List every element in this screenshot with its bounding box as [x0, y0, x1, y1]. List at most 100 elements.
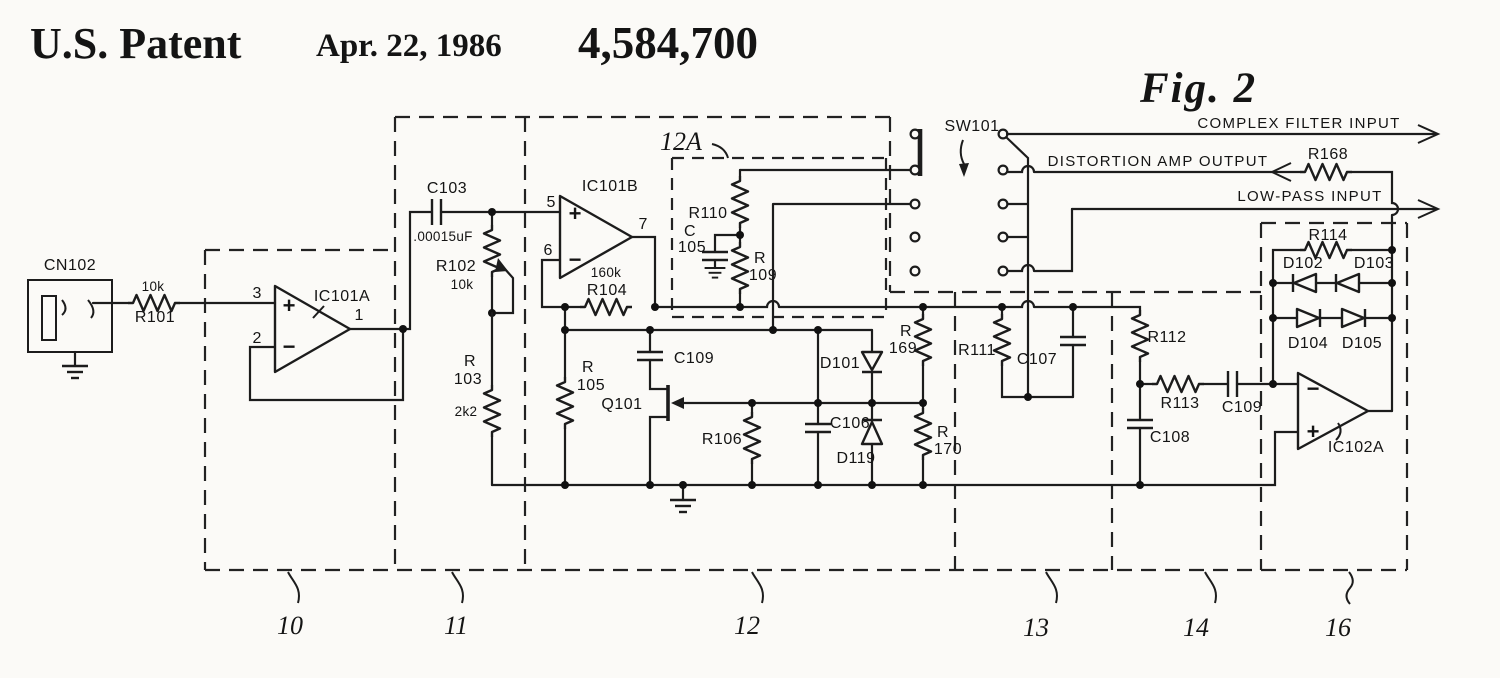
- r101-label: R101: [135, 309, 175, 326]
- ic102a-label: IC102A: [1328, 439, 1384, 456]
- r101-value: 10k: [142, 279, 165, 294]
- resistor-r114: R114: [1273, 227, 1392, 384]
- r169-num: 169: [889, 340, 917, 357]
- ic101b-plus: +: [569, 201, 582, 226]
- patent-title: U.S. Patent: [30, 19, 242, 68]
- q101-label: Q101: [601, 396, 642, 413]
- c109a-label: C109: [674, 350, 714, 367]
- ic101b-pin6: 6: [544, 242, 553, 259]
- section-label-11: 11: [444, 611, 468, 640]
- r113-label: R113: [1160, 395, 1199, 412]
- connector-cn102: CN102: [28, 257, 128, 378]
- c106-label: C106: [830, 415, 870, 432]
- patent-date: Apr. 22, 1986: [316, 28, 502, 64]
- resistor-r109: R 109: [732, 235, 777, 307]
- section-label-10: 10: [277, 611, 303, 640]
- ic101b-label: IC101B: [582, 178, 638, 195]
- ic102a-minus: −: [1307, 376, 1320, 401]
- section-label-16: 16: [1325, 613, 1351, 642]
- potentiometer-r102: R102 10k: [436, 208, 513, 317]
- r103-value: 2k2: [455, 404, 478, 419]
- c109b-label: C109: [1222, 399, 1262, 416]
- resistor-r110: R110: [688, 170, 910, 235]
- r104-label: R104: [587, 282, 627, 299]
- r102-value: 10k: [451, 277, 474, 292]
- r169-ref: R: [900, 323, 912, 340]
- ic101a-pin1: 1: [355, 307, 364, 324]
- ground-main: [670, 485, 696, 512]
- r112-label: R112: [1147, 329, 1186, 346]
- resistor-r169: R 169: [889, 307, 931, 403]
- ic101a-pin3: 3: [253, 285, 262, 302]
- wire-signal-bus: [655, 301, 1140, 310]
- r103-num: 103: [454, 371, 482, 388]
- d103-label: D103: [1354, 255, 1394, 272]
- opamp-ic102a: − + IC102A: [1298, 373, 1392, 456]
- block-12a-outline: [672, 158, 886, 317]
- diode-d104: D104: [1273, 309, 1328, 352]
- d101-label: D101: [820, 355, 860, 372]
- d105-label: D105: [1342, 335, 1382, 352]
- r103-ref: R: [464, 353, 476, 370]
- r110-label: R110: [688, 205, 727, 222]
- c105-ref: C: [684, 223, 696, 240]
- distortion-amp-output-label: DISTORTION AMP OUTPUT: [1048, 153, 1269, 170]
- section-label-12: 12: [734, 611, 760, 640]
- ic101a-pin2: 2: [253, 330, 262, 347]
- sw101-label: SW101: [945, 118, 1000, 135]
- r170-num: 170: [934, 441, 962, 458]
- c103-value: .00015uF: [413, 229, 472, 244]
- c108-label: C108: [1150, 429, 1190, 446]
- signal-complex-filter-input: COMPLEX FILTER INPUT: [1007, 115, 1438, 143]
- ic101b-pin5: 5: [547, 194, 556, 211]
- wire-ic101a-feedback: [250, 329, 403, 400]
- ic102a-plus: +: [1307, 419, 1320, 444]
- c107-label: C107: [1017, 351, 1057, 368]
- resistor-r106: R106: [702, 403, 760, 485]
- ic101b-minus: −: [569, 247, 582, 272]
- complex-filter-input-label: COMPLEX FILTER INPUT: [1197, 115, 1400, 132]
- ic101a-label: IC101A: [314, 288, 370, 305]
- section-label-14: 14: [1183, 613, 1209, 642]
- r106-label: R106: [702, 431, 742, 448]
- resistor-r101: 10k R101: [128, 279, 180, 326]
- r105-num: 105: [577, 377, 605, 394]
- cn102-label: CN102: [44, 257, 96, 274]
- ic101b-pin7: 7: [639, 216, 648, 233]
- d119-label: D119: [836, 450, 875, 467]
- r170-ref: R: [937, 424, 949, 441]
- section-label-12a: 12A: [660, 127, 702, 156]
- r111-label: R111: [958, 342, 996, 359]
- wire-ic101b-out: [632, 237, 655, 307]
- capacitor-c105: C 105: [678, 223, 740, 278]
- r104-value: 160k: [591, 265, 621, 280]
- diode-d103: D103: [1316, 255, 1394, 292]
- resistor-r113: R113: [1140, 376, 1228, 412]
- capacitor-c109a: C109: [637, 330, 714, 367]
- d104-label: D104: [1288, 335, 1328, 352]
- signal-distortion-amp-output: DISTORTION AMP OUTPUT: [1007, 153, 1300, 181]
- c105-num: 105: [678, 239, 706, 256]
- r109-ref: R: [754, 250, 766, 267]
- resistor-r112: R112: [1132, 310, 1187, 384]
- opamp-ic101a: + − 3 2 1 IC101A: [250, 212, 432, 400]
- section-label-13: 13: [1023, 613, 1049, 642]
- diode-d102: D102: [1273, 255, 1323, 292]
- resistor-r103: R 103 2k2: [454, 313, 500, 485]
- low-pass-input-label: LOW-PASS INPUT: [1237, 188, 1382, 205]
- figure-label: Fig. 2: [1139, 65, 1257, 112]
- r105-ref: R: [582, 359, 594, 376]
- r168-label: R168: [1308, 146, 1348, 163]
- signal-low-pass-input: LOW-PASS INPUT: [1072, 188, 1438, 218]
- r102-label: R102: [436, 258, 476, 275]
- c103-label: C103: [427, 180, 467, 197]
- resistor-r104: 160k R104: [580, 265, 632, 315]
- diode-d101: D101: [820, 330, 882, 403]
- d102-label: D102: [1283, 255, 1323, 272]
- ic101a-plus: +: [283, 293, 296, 318]
- r114-label: R114: [1308, 227, 1347, 244]
- diode-d105: D105: [1320, 309, 1392, 352]
- ic101a-minus: −: [283, 334, 296, 359]
